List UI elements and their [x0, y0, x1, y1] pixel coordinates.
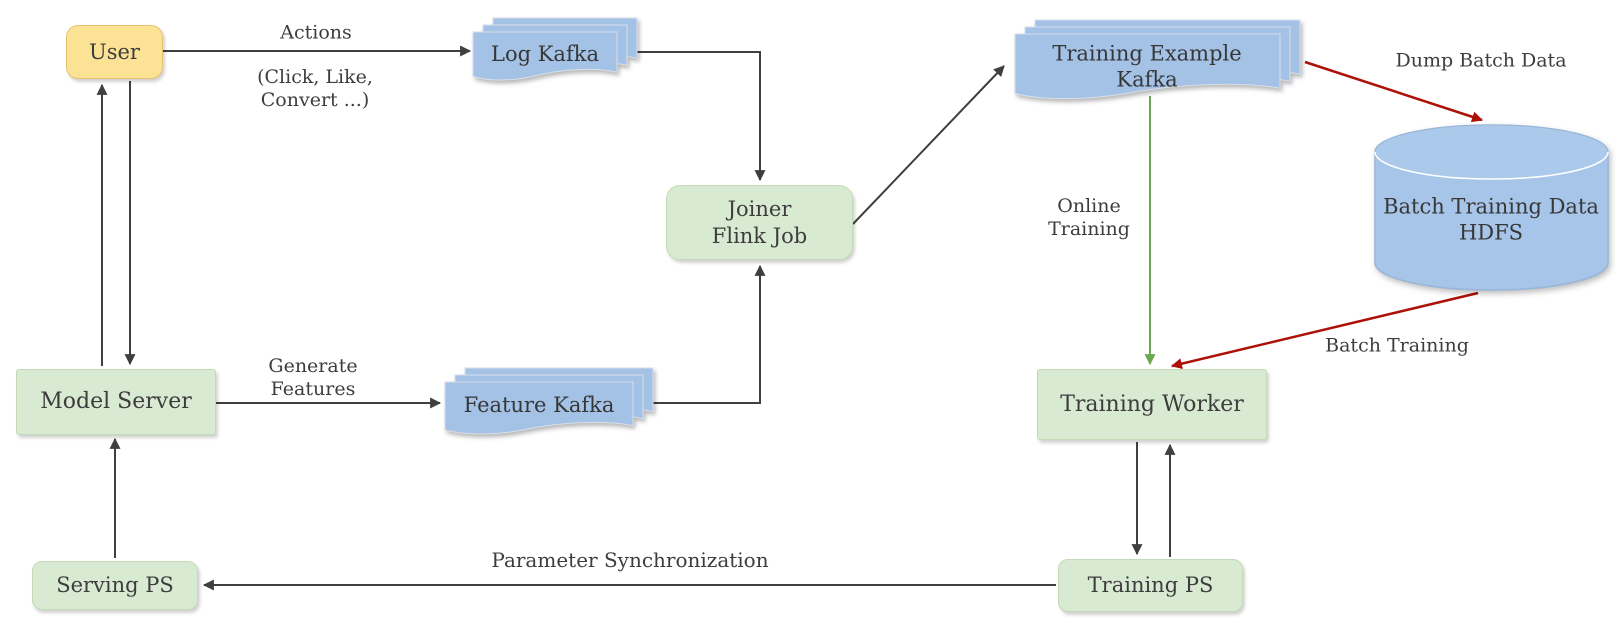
parameter-synchronization-edge-label: Parameter Synchronization [491, 547, 769, 572]
training-worker-label: Training Worker [1060, 391, 1244, 417]
edge-log-kafka-to-joiner[interactable] [637, 51, 766, 182]
batch-training-data-hdfs-node[interactable] [1374, 124, 1609, 291]
actions-detail-line2: Convert ...) [260, 89, 370, 111]
training-example-kafka-node[interactable] [1014, 19, 1301, 100]
dump-batch-data-edge-label: Dump Batch Data [1395, 49, 1567, 72]
actions-detail-edge-label: (Click, Like, Convert ...) [257, 66, 373, 112]
feature-kafka-node[interactable] [444, 367, 654, 435]
joiner-label-line1: Joiner [727, 197, 792, 222]
actions-detail-line1: (Click, Like, [257, 65, 373, 88]
model-server-node[interactable]: Model Server [16, 369, 216, 435]
edge-feature-kafka-to-joiner[interactable] [653, 264, 766, 404]
joiner-flink-job-node[interactable]: Joiner Flink Job [666, 185, 853, 260]
edge-batch-training[interactable] [1170, 291, 1479, 370]
training-example-kafka-label-line1: Training Example [1052, 41, 1242, 66]
hdfs-label-line2: HDFS [1458, 220, 1524, 244]
cylinder-top-outline [1374, 124, 1609, 153]
generate-features-line2: Features [270, 378, 356, 400]
serving-ps-node[interactable]: Serving PS [32, 561, 198, 610]
serving-ps-label: Serving PS [56, 573, 174, 598]
training-ps-node[interactable]: Training PS [1058, 559, 1243, 612]
log-kafka-node[interactable] [472, 17, 638, 81]
feature-kafka-label: Feature Kafka [463, 393, 615, 418]
edge-dump-batch-data[interactable] [1304, 60, 1484, 123]
edge-joiner-to-training-example-kafka[interactable] [852, 65, 1005, 225]
hdfs-label-line1: Batch Training Data [1383, 194, 1599, 219]
training-ps-label: Training PS [1087, 573, 1214, 598]
user-node[interactable]: User [66, 25, 163, 79]
generate-features-edge-label: Generate Features [268, 355, 357, 401]
log-kafka-label: Log Kafka [491, 42, 599, 67]
online-training-line1: Online [1057, 194, 1121, 217]
training-example-kafka-label-line2: Kafka [1116, 67, 1178, 91]
training-example-kafka-label: Training Example Kafka [1052, 41, 1241, 92]
cylinder-body [1375, 152, 1608, 290]
training-worker-node[interactable]: Training Worker [1037, 369, 1267, 440]
cylinder-outline [1374, 152, 1609, 291]
actions-edge-label: Actions [280, 21, 352, 44]
online-training-edge-label: Online Training [1048, 195, 1130, 241]
online-training-line2: Training [1048, 218, 1130, 240]
batch-training-edge-label: Batch Training [1325, 334, 1469, 357]
generate-features-line1: Generate [268, 354, 358, 377]
joiner-label-line2: Flink Job [711, 223, 808, 248]
user-label: User [89, 39, 140, 64]
model-server-label: Model Server [40, 389, 192, 415]
hdfs-label: Batch Training Data HDFS [1383, 194, 1599, 245]
